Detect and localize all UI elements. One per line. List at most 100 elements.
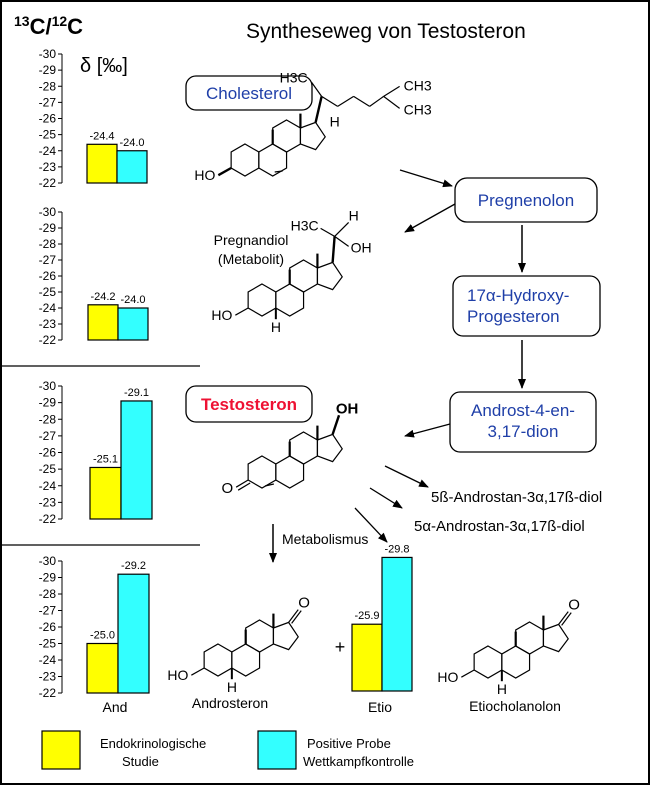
atom-label: O bbox=[298, 595, 310, 612]
substituent-bond bbox=[235, 307, 249, 316]
y-tick-label: -24 bbox=[39, 479, 57, 493]
y-tick-label: -22 bbox=[39, 176, 57, 190]
androsteron-label: Androsteron bbox=[192, 695, 268, 711]
side-chain-bond bbox=[337, 95, 354, 107]
atom-label: HO bbox=[167, 667, 188, 683]
ring-a bbox=[230, 143, 260, 177]
chart-etio: -25.9-29.8 bbox=[351, 543, 413, 692]
y-tick-label: -23 bbox=[39, 160, 57, 174]
bar-positive bbox=[117, 307, 149, 341]
carbonyl-bond bbox=[561, 612, 572, 626]
bar-endo bbox=[86, 642, 119, 694]
y-tick-label: -28 bbox=[39, 587, 57, 601]
y-tick-label: -30 bbox=[39, 205, 57, 219]
side-chain-bond bbox=[383, 95, 400, 109]
y-tick-label: -30 bbox=[39, 379, 57, 393]
etiocholanolon-label: Etiocholanolon bbox=[469, 698, 561, 714]
y-tick-label: -25 bbox=[39, 462, 57, 476]
legend-endo-1: Endokrinologische bbox=[100, 736, 206, 751]
side-chain-bond bbox=[334, 221, 350, 237]
ring-c bbox=[245, 619, 275, 653]
hydroxy-label-2: Progesteron bbox=[467, 307, 560, 326]
pregnenolon-label: Pregnenolon bbox=[478, 191, 574, 210]
y-tick-label: -25 bbox=[39, 285, 57, 299]
isotope-c12: C bbox=[67, 14, 83, 39]
cholesterol-box bbox=[185, 75, 313, 111]
atom-label: OH bbox=[351, 239, 372, 255]
atom-label: CH3 bbox=[404, 101, 432, 117]
legend-endo-2: Studie bbox=[122, 754, 159, 769]
y-tick-label: -27 bbox=[39, 604, 57, 618]
delta-label: δ [‰] bbox=[80, 55, 128, 77]
data-label: -24.4 bbox=[89, 130, 114, 142]
androst-label-2: 3,17-dion bbox=[488, 422, 559, 441]
isotope-header: 13C/12C bbox=[14, 13, 83, 39]
arrow-chol-pregnenolon bbox=[399, 169, 453, 188]
chart-testosteron: -30-29-28-27-26-25-24-23-22-25.1-29.1 bbox=[39, 379, 153, 526]
ring-d bbox=[299, 121, 326, 151]
y-tick-label: -28 bbox=[39, 79, 57, 93]
cholesterol-label: Cholesterol bbox=[206, 84, 292, 103]
isotope-c13: C/ bbox=[30, 14, 52, 39]
side-chain-bond bbox=[353, 95, 370, 107]
atom-label: O bbox=[568, 597, 580, 614]
ring-c bbox=[272, 119, 302, 153]
double-bond bbox=[264, 483, 274, 487]
y-tick-label: -24 bbox=[39, 144, 57, 158]
side-chain-bond bbox=[369, 95, 384, 107]
y-tick-label: -29 bbox=[39, 63, 57, 77]
chart-and: -30-29-28-27-26-25-24-23-22-25.0-29.2 bbox=[39, 554, 150, 700]
substituent-bond bbox=[461, 669, 475, 678]
ring-d bbox=[542, 623, 569, 653]
side-chain-bond bbox=[311, 82, 323, 97]
substituent-bond bbox=[191, 667, 205, 676]
double-bond bbox=[274, 170, 283, 173]
atom-label: H bbox=[271, 319, 281, 335]
carbonyl-bond bbox=[558, 611, 569, 625]
y-tick-label: -30 bbox=[39, 47, 57, 61]
data-label: -29.1 bbox=[124, 387, 149, 399]
y-tick-label: -22 bbox=[39, 512, 57, 526]
y-tick-label: -22 bbox=[39, 333, 57, 347]
ring-b bbox=[501, 645, 531, 679]
y-tick-label: -29 bbox=[39, 571, 57, 585]
bar-positive bbox=[116, 150, 148, 184]
pregnandiol-label-1: Pregnandiol bbox=[214, 232, 289, 248]
arrow-androst-testosteron bbox=[404, 423, 451, 438]
ring-a bbox=[203, 643, 233, 677]
arrow-to-5beta-diol bbox=[384, 465, 429, 488]
data-label: -29.2 bbox=[121, 560, 146, 572]
data-label: -24.0 bbox=[119, 137, 144, 149]
testosteron-box bbox=[185, 385, 313, 423]
pregnenolon-box bbox=[454, 177, 598, 223]
androst-label-1: Androst-4-en- bbox=[471, 401, 575, 420]
legend-pos-2: Wettkampfkontrolle bbox=[303, 754, 414, 769]
side-chain-bond bbox=[334, 235, 349, 247]
y-tick-label: -24 bbox=[39, 653, 57, 667]
y-tick-label: -24 bbox=[39, 301, 57, 315]
etio-axis-label: Etio bbox=[368, 699, 392, 715]
ring-d bbox=[316, 433, 343, 463]
y-tick-label: -26 bbox=[39, 269, 57, 283]
ring-d bbox=[272, 621, 299, 651]
atom-label: HO bbox=[194, 167, 215, 183]
hydroxy-label-1: 17α-Hydroxy- bbox=[467, 286, 569, 305]
data-label: -25.9 bbox=[354, 610, 379, 622]
data-label: -24.2 bbox=[90, 291, 115, 303]
y-tick-label: -22 bbox=[39, 686, 57, 700]
arrow-to-5alpha-diol bbox=[369, 487, 403, 509]
side-chain-bond bbox=[331, 236, 336, 263]
chart-cholesterol: -30-29-28-27-26-25-24-23-22-24.4-24.0 bbox=[39, 47, 148, 190]
bar-endo bbox=[351, 623, 383, 692]
androst-box bbox=[449, 391, 597, 453]
atom-label: H bbox=[497, 681, 507, 697]
y-tick-label: -28 bbox=[39, 237, 57, 251]
ring-a bbox=[473, 645, 503, 679]
isotope-sup-12: 12 bbox=[52, 13, 68, 29]
carbonyl-bond bbox=[237, 482, 251, 491]
